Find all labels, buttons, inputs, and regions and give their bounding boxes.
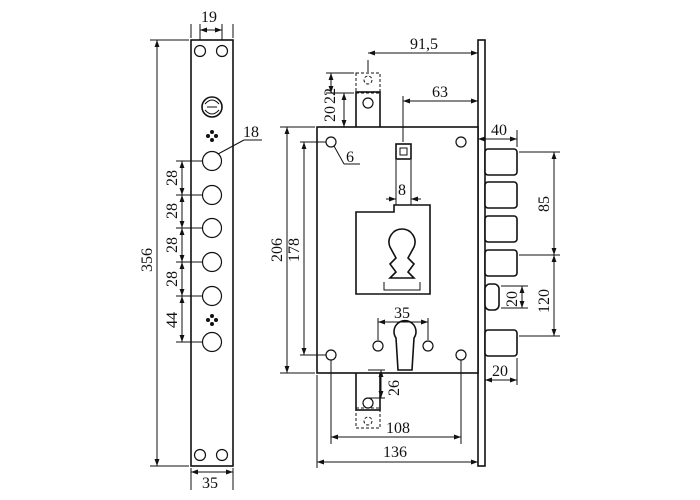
cylinder-screw-right [422,340,434,352]
dim-19-label: 19 [201,9,217,26]
dim-356-label: 356 [139,248,156,272]
faceplate-bolt-hole-6 [201,331,223,353]
case-hole-bottom-right [455,349,467,361]
faceplate-top-hole-right [215,44,229,58]
dim-28-label-1: 28 [164,170,181,186]
faceplate-screw-upper [206,130,218,142]
dim-20-bottom-label: 20 [492,363,508,380]
bolt-4 [484,249,518,277]
faceplate-screw-lower [206,314,218,326]
bolt-1 [484,148,518,176]
front-plate [477,39,486,467]
dim-28-label-3: 28 [164,237,181,253]
bottom-bracket-hole [362,397,374,409]
bolt-2 [484,181,518,209]
top-bracket-hole [362,97,374,109]
dim-22-label: 22 [322,88,339,104]
faceplate-bolt-hole-3 [201,217,223,239]
dim-35-cylinder-label: 35 [394,305,410,322]
dim-28-label-2: 28 [164,203,181,219]
dim-136-label: 136 [383,444,407,461]
faceplate-bottom-hole-right [215,448,229,462]
brand-logo-icon [201,96,223,118]
faceplate-bolt-hole-4 [201,251,223,273]
dim-120-label: 120 [536,289,553,313]
dim-18-label: 18 [243,124,259,141]
faceplate-bolt-hole-5 [201,285,223,307]
dim-63-label: 63 [432,84,448,101]
faceplate-top-hole-left [193,44,207,58]
faceplate-bottom-hole-left [193,448,207,462]
dim-8-label: 8 [398,182,406,199]
top-bracket-dashed [355,72,381,94]
cylinder-screw-left [372,340,384,352]
faceplate-bolt-hole-2 [201,184,223,206]
faceplate: 19 356 18 28 28 28 28 44 35 [139,9,262,492]
latch [484,283,500,311]
dim-35-bottom-label: 35 [202,475,218,492]
faceplate-bolt-hole-1 [201,150,223,172]
dim-26-label: 26 [386,380,403,396]
spindle-square [395,143,412,160]
dim-85-label: 85 [536,196,553,212]
dim-20-latch-label: 20 [504,291,521,307]
dim-6-label: 6 [346,149,354,166]
dim-40-label: 40 [491,122,507,139]
dim-20-label: 20 [322,106,339,122]
dim-178-label: 178 [286,238,303,262]
lock-body: 91,5 22 20 63 6 206 178 8 [269,36,560,468]
case-hole-top-right [455,136,467,148]
dim-44-label: 44 [164,312,181,328]
dim-28-label-4: 28 [164,271,181,287]
dim-108-label: 108 [386,420,410,437]
dim-91-5-label: 91,5 [410,36,438,53]
bolt-3 [484,215,518,243]
case-hole-top-left [325,136,337,148]
key-mechanism [355,204,431,295]
dim-206-label: 206 [269,238,286,262]
case-hole-bottom-left [325,349,337,361]
bottom-bolt [484,329,518,357]
lock-case [316,126,479,374]
